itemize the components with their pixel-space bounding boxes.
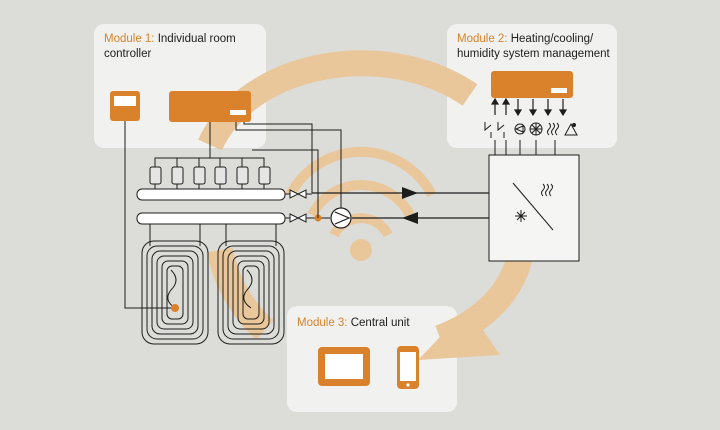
controller-unit-icon	[169, 91, 251, 122]
thermostat-wire	[124, 121, 175, 309]
system-management-unit-icon	[491, 71, 573, 98]
smartphone-icon	[397, 346, 419, 389]
module2-title-line2: humidity system management	[457, 48, 610, 60]
flow-arrow-icon	[402, 187, 418, 199]
room-sensor-icon	[171, 304, 179, 312]
central-display-icon	[318, 347, 370, 386]
wifi-dot-icon	[350, 239, 372, 261]
pump-icon	[514, 123, 526, 135]
heat-waves-icon	[547, 122, 559, 136]
return-arrow-icon	[402, 212, 418, 224]
actuator-stems	[154, 184, 265, 189]
relay-switch-icon	[484, 122, 505, 138]
fan-icon	[529, 122, 543, 136]
module2-prefix: Module 2:	[457, 33, 508, 45]
snowflake-icon	[515, 210, 527, 222]
module3-title: Module 3: Central unit	[297, 316, 410, 331]
cycle-arrow-head-icon	[418, 308, 500, 360]
circulation-pump-icon	[330, 207, 352, 229]
module3-title-text: Central unit	[350, 317, 410, 329]
manifold-bars	[136, 188, 286, 225]
module1-title-line2: controller	[104, 48, 152, 60]
module1-card	[94, 24, 266, 148]
valve-actuators	[149, 166, 271, 185]
floor-heating-loop-icon	[217, 224, 285, 345]
heat-waves-icon	[541, 183, 553, 197]
cycle-arrow-icon	[198, 50, 533, 351]
controller-wires	[235, 122, 342, 218]
valve-icon	[289, 189, 307, 223]
module1-prefix: Module 1:	[104, 33, 155, 45]
floor-heating-loop-icon	[141, 224, 209, 345]
module1-title: Module 1: Individual room controller	[104, 32, 236, 62]
wall-thermostat-icon	[110, 91, 140, 121]
module2-title-line1: Heating/cooling/	[510, 33, 594, 45]
module3-prefix: Module 3:	[297, 317, 348, 329]
module1-title-line1: Individual room	[157, 33, 236, 45]
actuator-wires	[154, 122, 265, 167]
control-signal-arrows	[490, 97, 568, 117]
dehumidifier-icon	[564, 122, 578, 136]
module2-title: Module 2: Heating/cooling/ humidity syst…	[457, 32, 610, 62]
heat-generator-unit-icon	[488, 154, 580, 262]
control-wires-module2	[494, 140, 556, 155]
